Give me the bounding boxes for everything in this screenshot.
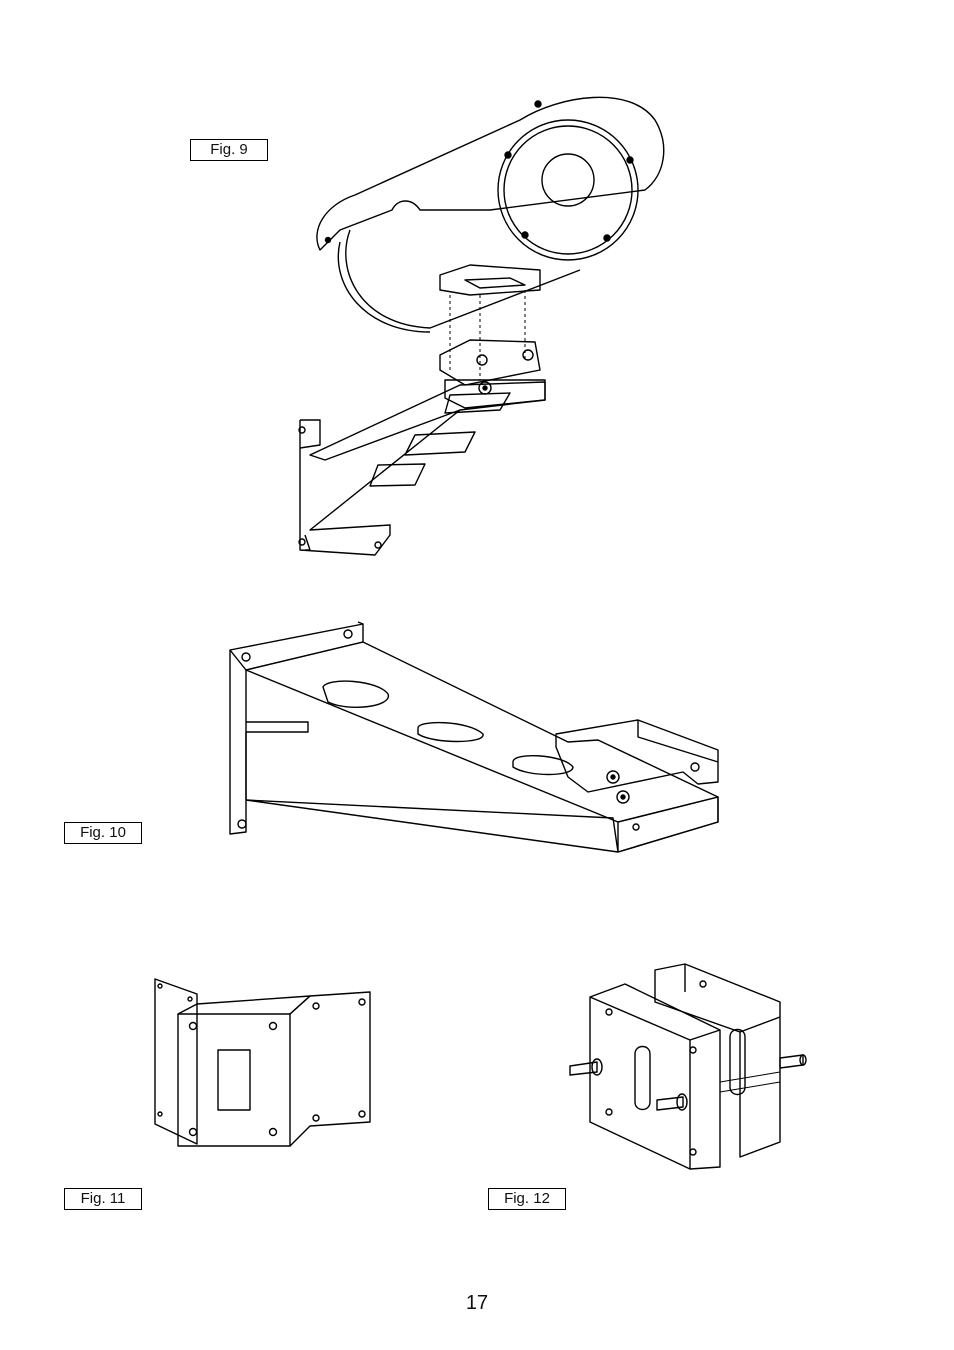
bracket-top (246, 642, 718, 822)
fig-11-label: Fig. 11 (64, 1188, 142, 1210)
bracket-oval-2 (418, 723, 483, 742)
sunshield (317, 97, 664, 250)
bracket-oval-3 (513, 756, 573, 775)
fig-9-camera-housing-bracket-drawing (280, 80, 680, 560)
fig-9-label: Fig. 9 (190, 139, 268, 161)
housing-body (346, 230, 580, 328)
front-slot (635, 1047, 650, 1110)
right-wing (290, 992, 370, 1146)
center-plate (178, 1014, 290, 1146)
rear-slot (730, 1030, 745, 1095)
bracket-oval-1 (323, 681, 388, 707)
bracket-side (246, 732, 718, 852)
fig-10-wall-bracket-drawing (228, 622, 728, 854)
front-clamp (590, 984, 720, 1169)
fig-10-label: Fig. 10 (64, 822, 142, 844)
fig-12-pole-adapter-drawing (565, 962, 805, 1172)
left-wing (155, 979, 197, 1144)
center-cutout (218, 1050, 250, 1110)
page-number: 17 (0, 1292, 954, 1315)
housing-front-ring (498, 120, 638, 260)
camera-window (542, 154, 594, 206)
fig-12-label: Fig. 12 (488, 1188, 566, 1210)
rear-clamp (655, 964, 780, 1157)
tilt-head (556, 720, 718, 792)
fig-11-corner-adapter-drawing (150, 974, 380, 1154)
bracket-slot-1 (405, 432, 475, 455)
